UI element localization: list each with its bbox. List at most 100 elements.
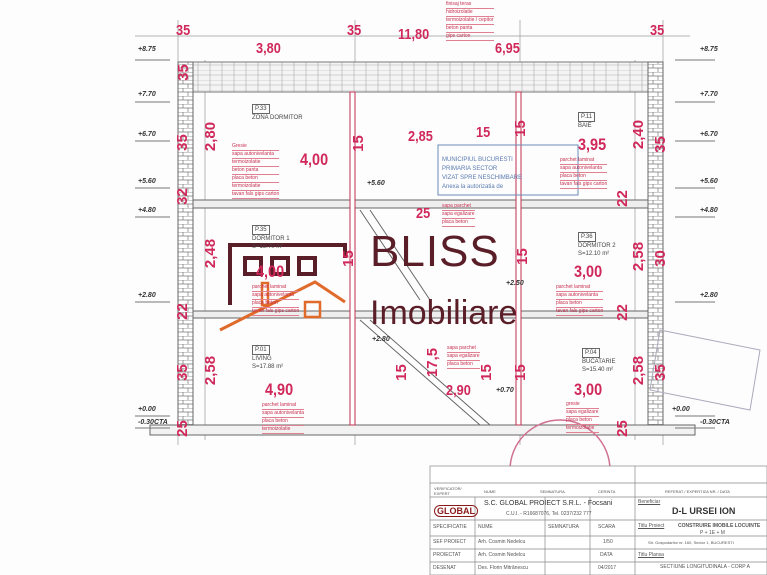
tb-header: CERINTA xyxy=(598,489,616,494)
level-marker: +5.60 xyxy=(700,178,718,185)
wall-dim: 22 xyxy=(613,190,631,207)
room-width: 4,90 xyxy=(265,380,294,399)
house-logo-icon xyxy=(219,243,347,332)
tb-col: SPECIFICATIE xyxy=(433,524,467,530)
tb-role: PROIECTAT xyxy=(433,552,461,558)
wall-dim: 25 xyxy=(173,420,191,437)
tb-scale: 1/50 xyxy=(603,539,613,545)
tb-header: VERIFICATOR/ EXPERT xyxy=(434,486,462,496)
level-marker-lines xyxy=(135,59,715,429)
wall-dim: 35 xyxy=(173,134,191,151)
room-width: 3,95 xyxy=(578,135,607,154)
tb-date: 04/2017 xyxy=(598,565,617,571)
tb-role: SEF PROIECT xyxy=(433,539,467,545)
center-dim: 17,5 xyxy=(424,347,442,378)
roof-slab xyxy=(177,61,664,93)
center-dim: 2,90 xyxy=(446,382,471,399)
level-marker: +6.70 xyxy=(700,131,718,138)
tb-header: REFERAT / EXPERTIZA NR. / DATA xyxy=(665,489,730,494)
level-marker: +2.80 xyxy=(372,336,390,343)
watermark-subtitle: Imobiliare xyxy=(370,294,518,332)
top-dim: 35 xyxy=(176,22,191,39)
wall-dim: 32 xyxy=(173,188,191,205)
center-dim: 15 xyxy=(476,124,491,141)
company-info: C.U.I. - R16687076, Tel. 0237/232 777 xyxy=(506,511,592,517)
project-title: CONSTRUIRE IMOBILE LOCUINTE xyxy=(678,523,761,529)
level-marker: +5.60 xyxy=(138,178,156,185)
wall-dim: 35 xyxy=(651,136,669,153)
tb-header: NUME xyxy=(484,489,496,494)
center-dim: 2,85 xyxy=(408,128,433,145)
project-label: Titlu Proiect xyxy=(638,523,665,529)
tb-header: SEMNATURA xyxy=(540,489,565,494)
wall-dim: 35 xyxy=(174,64,192,81)
project-subtitle: P + 1E + M xyxy=(700,530,725,536)
level-marker: +2.50 xyxy=(506,280,524,287)
floor-slab-upper xyxy=(192,199,649,209)
wall-dim: 25 xyxy=(613,420,631,437)
level-marker: +0.00 xyxy=(672,406,690,413)
wall-dim: 35 xyxy=(173,364,191,381)
room-width: 3,00 xyxy=(574,380,603,399)
company-name: S.C. GLOBAL PROIECT S.R.L. - Focsani xyxy=(484,500,613,507)
center-dim: 15 xyxy=(511,364,529,381)
wall-dim: 2,58 xyxy=(202,355,220,386)
watermark-title: BLISS xyxy=(370,227,500,276)
level-marker: +2.80 xyxy=(700,292,718,299)
level-marker: +8.75 xyxy=(138,46,156,53)
top-dim: 35 xyxy=(347,22,362,39)
beneficiary: D-L URSEI ION xyxy=(672,506,736,516)
wall-dim: 2,40 xyxy=(630,119,648,150)
tb-name: Arh. Cosmin Nedelcu xyxy=(478,552,526,558)
tb-name: Arh. Cosmin Nedelcu xyxy=(478,539,526,545)
center-dim: 15 xyxy=(339,250,357,267)
level-marker: +4.80 xyxy=(138,207,156,214)
project-address: Str. Gospodarilor nr. 160, Sector 1, BUC… xyxy=(648,540,734,545)
room-width: 3,00 xyxy=(574,262,603,281)
level-marker: +6.70 xyxy=(138,131,156,138)
level-marker: +5.60 xyxy=(367,180,385,187)
ground-slab xyxy=(149,424,696,436)
level-marker: +7.70 xyxy=(138,91,156,98)
registration-stamp xyxy=(649,329,761,411)
center-dim: 15 xyxy=(349,135,367,152)
level-marker: +7.70 xyxy=(700,91,718,98)
level-marker: +4.80 xyxy=(700,207,718,214)
level-marker: +8.75 xyxy=(700,46,718,53)
top-dim: 6,95 xyxy=(495,40,520,57)
room-width: 4,00 xyxy=(256,262,285,281)
wall-dim: 2,58 xyxy=(630,241,648,272)
tb-col: NUME xyxy=(478,524,493,530)
wall-dim: 2,48 xyxy=(202,238,220,269)
wall-dim: 22 xyxy=(173,303,191,320)
top-dim: 11,80 xyxy=(398,26,430,43)
center-dim: 15 xyxy=(511,120,529,137)
sheet-title: SECTIUNE LONGITUDINALA - CORP A xyxy=(660,564,750,570)
tb-role: DESENAT xyxy=(433,565,457,571)
sheet-label: Titlu Plansa xyxy=(638,552,664,558)
global-logo: GLOBAL xyxy=(434,505,478,517)
tb-col: SEMNATURA xyxy=(548,524,580,530)
level-marker: +0.00 xyxy=(138,406,156,413)
level-marker: +2.80 xyxy=(138,292,156,299)
top-dim: 35 xyxy=(650,22,665,39)
center-dim: 15 xyxy=(392,364,410,381)
room-width: 4,00 xyxy=(300,150,329,169)
floor-slab-lower xyxy=(192,310,649,319)
